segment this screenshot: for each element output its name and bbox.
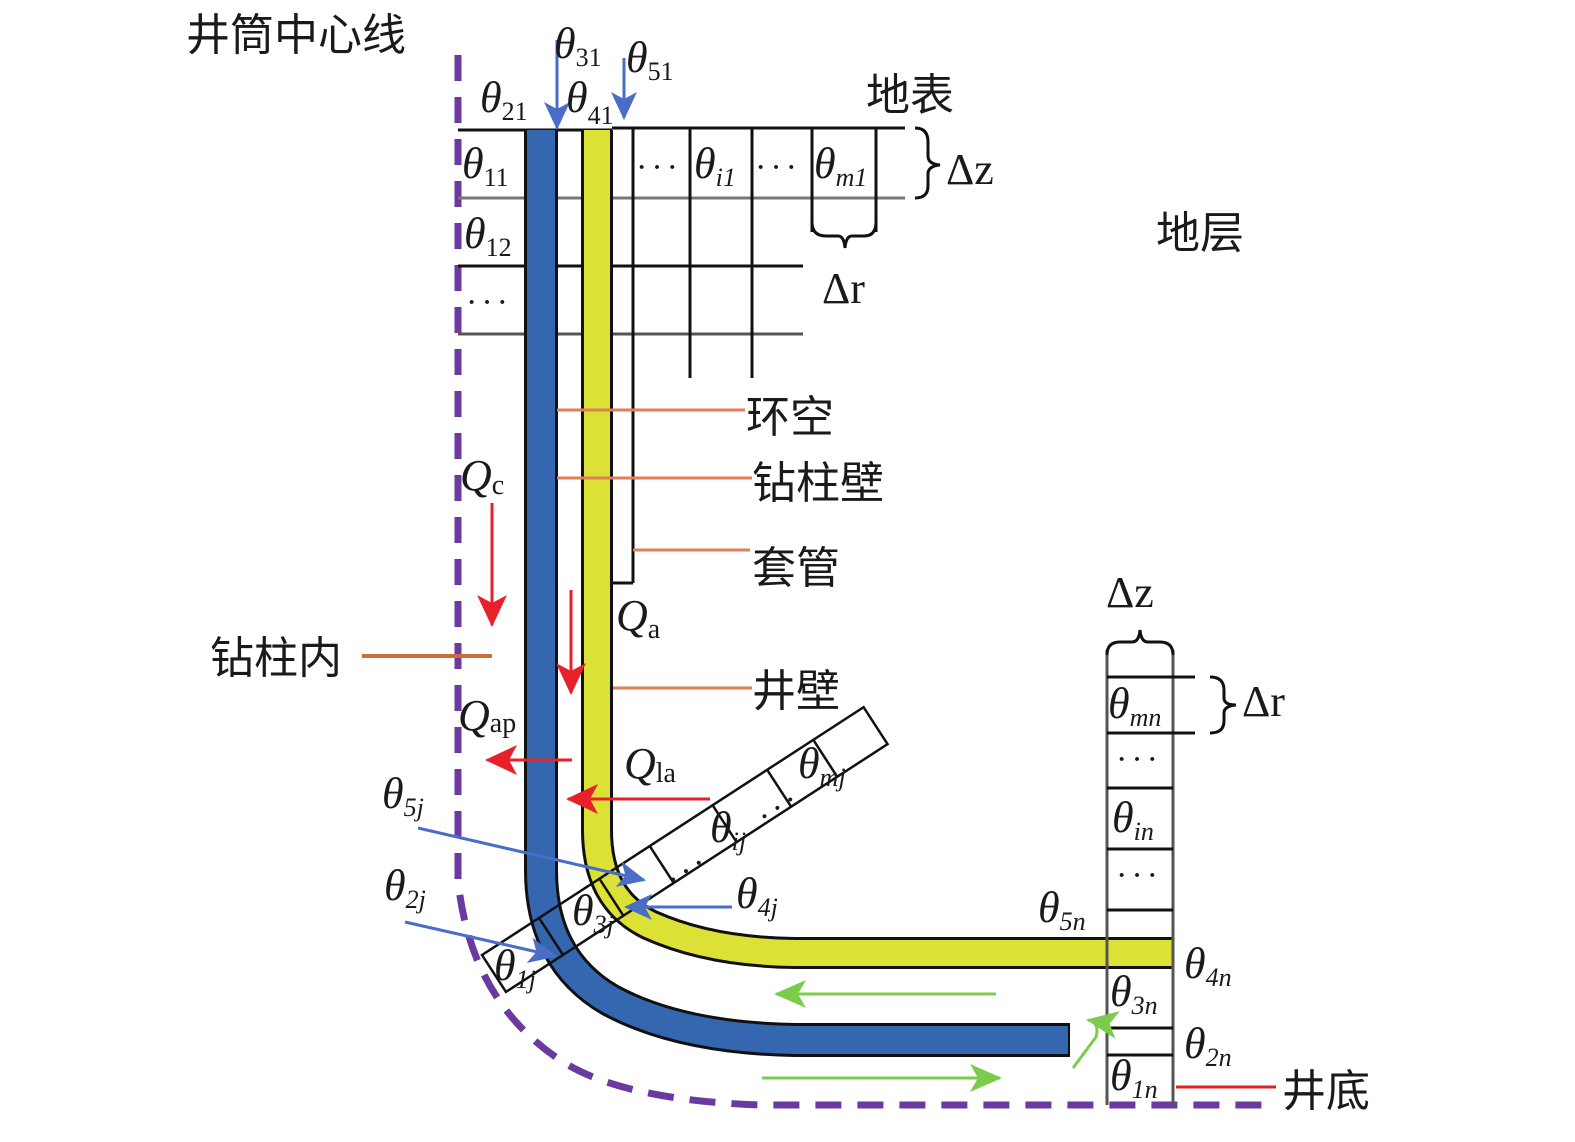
- q-ap-label: Qap: [458, 691, 516, 740]
- tilted-grid-j: [480, 705, 890, 994]
- theta-1n: θ1n: [1110, 1051, 1158, 1104]
- ellipsis: ···: [1116, 857, 1162, 894]
- theta-11: θ11: [462, 139, 509, 192]
- leader-lines: [362, 408, 1276, 1089]
- theta-in: θin: [1112, 793, 1154, 846]
- delta-r-brace-bottom: [1209, 675, 1237, 735]
- q-c-label: Qc: [460, 451, 504, 501]
- theta-m1: θm1: [814, 139, 867, 192]
- theta-12: θ12: [464, 209, 512, 262]
- q-a-label: Qa: [616, 591, 661, 645]
- theta-5j: θ5j: [382, 769, 424, 822]
- label-surface: 地表: [866, 70, 954, 121]
- theta-41: θ41: [566, 73, 614, 130]
- delta-r-brace-top: [810, 221, 878, 249]
- label-centerline: 井筒中心线: [186, 10, 406, 61]
- theta5j-arrow: [417, 826, 646, 887]
- delta-z-brace-top: [914, 126, 941, 200]
- theta-i1: θi1: [694, 139, 736, 192]
- theta-mn: θmn: [1108, 679, 1161, 732]
- theta-4j: θ4j: [736, 869, 778, 922]
- flow-arrows-red: [477, 503, 710, 814]
- label-wellbore-wall: 井壁: [752, 666, 840, 717]
- wellbore-wall-band: [581, 130, 1173, 969]
- label-annulus: 环空: [746, 392, 834, 443]
- theta2j-arrow: [404, 920, 557, 963]
- theta-mj: θmj: [798, 739, 846, 792]
- green-arrows: [762, 980, 1120, 1092]
- ellipsis: ···: [755, 149, 801, 186]
- delta-z-brace-bottom: [1105, 629, 1175, 656]
- theta-3j: θ3j: [572, 886, 614, 939]
- theta-5n: θ5n: [1038, 883, 1086, 936]
- ellipsis: ···: [1116, 741, 1162, 778]
- label-drill-string-wall: 钻柱壁: [752, 458, 884, 509]
- theta-1j: θ1j: [494, 941, 536, 994]
- delta-r-top: Δr: [822, 264, 865, 313]
- theta-31: θ31: [554, 19, 602, 72]
- theta-2n: θ2n: [1184, 1019, 1232, 1072]
- theta-4n: θ4n: [1184, 939, 1232, 992]
- theta-ij: θij: [710, 803, 746, 856]
- ellipsis: ···: [466, 284, 512, 321]
- turnaround-arrow: [1071, 1011, 1120, 1069]
- delta-z-top: Δz: [946, 145, 994, 194]
- q-la-label: Qla: [624, 739, 677, 789]
- theta-51: θ51: [626, 33, 674, 86]
- label-inside-drill-string: 钻柱内: [210, 633, 342, 684]
- ellipsis: ···: [659, 843, 718, 899]
- ellipsis: ···: [636, 149, 682, 186]
- label-casing: 套管: [752, 543, 840, 594]
- surface-grid: [458, 126, 905, 585]
- wellbore-centerline: [454, 55, 1265, 1109]
- theta-21: θ21: [480, 73, 528, 126]
- blue-arrows: [404, 40, 732, 963]
- label-bottom-hole: 井底: [1282, 1066, 1370, 1117]
- delta-z-bottom: Δz: [1106, 568, 1154, 617]
- theta-3n: θ3n: [1110, 967, 1158, 1020]
- delta-r-bottom: Δr: [1242, 677, 1285, 726]
- theta-labels: θ21 θ31 θ41 θ51 θ11 θ12 θi1 θm1 θ5j θ2j …: [382, 19, 1232, 1104]
- theta-2j: θ2j: [384, 861, 426, 914]
- label-formation: 地层: [1156, 208, 1244, 259]
